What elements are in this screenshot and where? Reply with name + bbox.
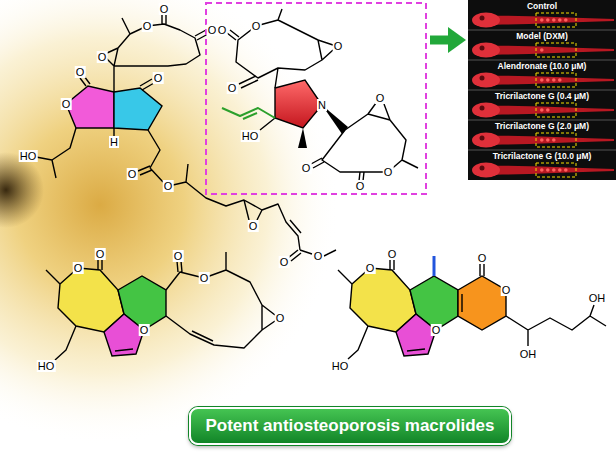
atom-label: O (375, 92, 386, 104)
structure-bonds (338, 259, 606, 359)
atom-label: H (109, 136, 119, 148)
atom-label: O (199, 272, 210, 284)
atom-label: O (207, 24, 218, 36)
highlight-frame (206, 3, 426, 194)
atom-label: HO (19, 150, 38, 162)
atom-label: O (217, 24, 228, 36)
cyclopentanone-ring (114, 88, 162, 130)
atom-label: O (95, 248, 106, 260)
atom-label: O (275, 312, 286, 324)
fungal-colony (0, 0, 340, 445)
atom-label: O (333, 40, 344, 52)
lactone-ring (66, 86, 114, 128)
atom-label: OH (588, 292, 607, 304)
atom-label: O (61, 98, 72, 110)
atom-label: HO (241, 130, 260, 142)
atom-label: O (365, 262, 376, 274)
atom-label: O (173, 250, 184, 262)
atom-label: O (355, 180, 366, 192)
atom-label: O (431, 324, 442, 336)
atom-label: O (159, 3, 170, 15)
pyrrolidine-ring (275, 80, 322, 128)
structure-bonds (36, 14, 336, 261)
treatment-label: Tricrilactone G (2.0 μM) (495, 121, 589, 131)
atom-label: O (73, 262, 84, 274)
panel-separator (468, 30, 616, 150)
atom-label: O (139, 324, 150, 336)
atom-label: O (248, 220, 259, 232)
atom-label: O (313, 250, 324, 262)
treatment-label: Model (DXM) (516, 31, 567, 41)
propenyl-chain (222, 108, 275, 119)
methyl-bond (433, 256, 436, 276)
treatment-label: Tricrilactone G (0.4 μM) (495, 91, 589, 101)
atom-label: O (142, 20, 153, 32)
atom-label: O (383, 166, 394, 178)
atom-label: HO (331, 360, 350, 372)
atom-label: O (163, 180, 174, 192)
atom-label: N (317, 99, 327, 111)
zebrafish-panel (468, 0, 616, 180)
atom-label: O (387, 248, 398, 260)
atom-label: O (301, 162, 312, 174)
atom-label: O (227, 82, 238, 94)
treatment-label: Control (527, 1, 557, 11)
colony-center (0, 152, 44, 228)
title-banner: Potent antiosteoporosis macrolides (189, 407, 511, 445)
banner-text: Potent antiosteoporosis macrolides (205, 416, 494, 436)
atom-label: HO (37, 360, 56, 372)
atom-label: O (279, 256, 290, 268)
atom-label: O (97, 51, 108, 63)
atom-label: O (251, 20, 262, 32)
structure-bonds (46, 252, 275, 360)
atom-label: O (501, 284, 512, 296)
atom-label: O (127, 168, 138, 180)
structure-bonds (227, 9, 418, 181)
atom-label: O (153, 72, 164, 84)
pyranone-ring (458, 276, 506, 330)
treatment-label: Tricrilactone G (10.0 μM) (493, 151, 592, 161)
atom-label: O (477, 252, 488, 264)
atom-label: OH (519, 348, 538, 360)
atom-label: O (75, 66, 86, 78)
treatment-label: Alendronate (10.0 μM) (498, 61, 587, 71)
green-arrow (430, 36, 450, 45)
wedge-bond (298, 128, 307, 148)
green-arrowhead (448, 27, 466, 53)
